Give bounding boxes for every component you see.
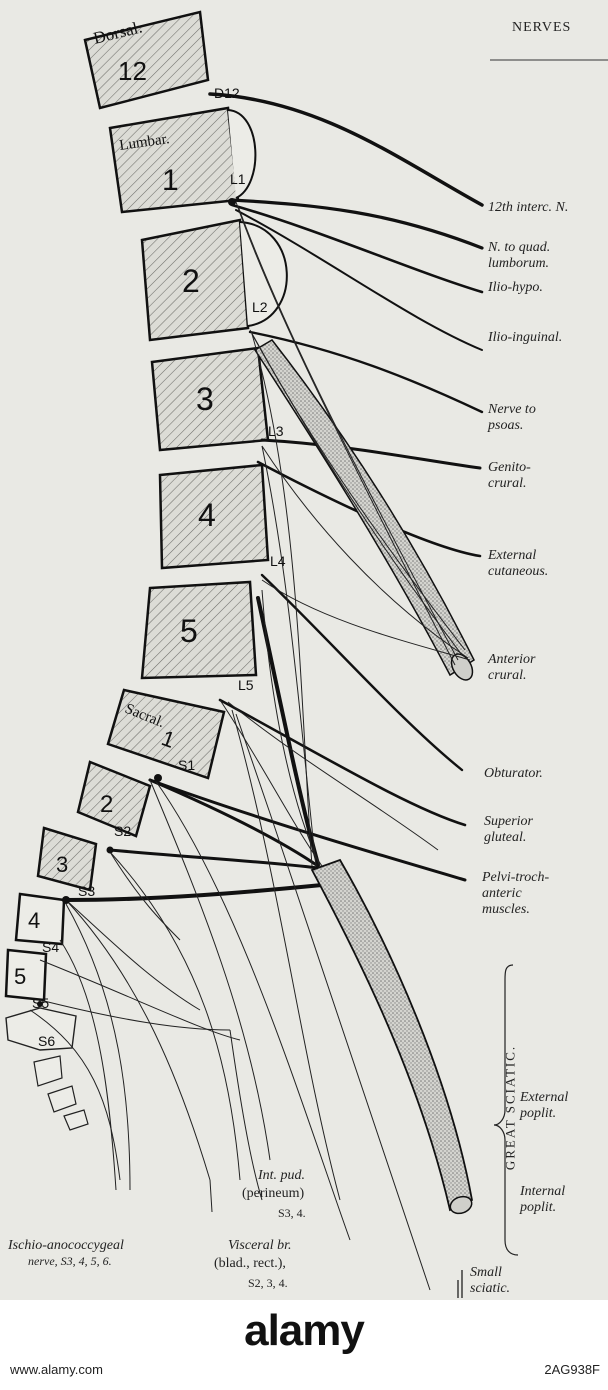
label-anterior-crural-2: crural.	[488, 668, 527, 683]
lumbar-2-number: 2	[182, 263, 200, 299]
superior-gluteal-nerve	[218, 698, 467, 827]
s3-sciatic-root	[64, 883, 324, 902]
lumbar-1-vertebra: Lumbar. 1	[108, 106, 257, 214]
lumbar-2-vertebra: 2	[140, 218, 288, 342]
label-visceral-3: S2, 3, 4.	[248, 1276, 288, 1290]
label-visceral-2: (blad., rect.),	[214, 1256, 286, 1271]
root-label-l1: L1	[230, 171, 246, 187]
label-anterior-crural-1: Anterior	[488, 652, 536, 667]
lumbar-region-label: Lumbar.	[118, 131, 170, 154]
label-int-pud-3: S3, 4.	[278, 1206, 306, 1220]
label-genito-2: crural.	[488, 476, 527, 491]
watermark-brand-logo: alamy	[244, 1306, 365, 1355]
small-sciatic-tick	[457, 1270, 463, 1298]
label-great-sciatic: GREAT SCIATIC.	[502, 1044, 518, 1171]
thin-fibers	[29, 201, 471, 1291]
label-12th-intercostal: 12th interc. N.	[488, 200, 569, 215]
label-internal-popliteal-2: poplit.	[520, 1200, 557, 1215]
sacral-vertebrae: Sacral. 1 2 3 4 5	[4, 688, 226, 1131]
obturator-nerve	[260, 573, 464, 772]
dorsal-12-number: 12	[118, 56, 147, 86]
d12-intercostal-nerve	[208, 92, 484, 207]
label-external-popliteal-1: External	[520, 1090, 569, 1105]
great-sciatic-bracket	[493, 964, 519, 1256]
root-label-s1: S1	[178, 757, 195, 773]
label-small-sciatic-1: Small	[470, 1265, 502, 1280]
label-ext-cutaneous-2: cutaneous.	[488, 564, 549, 579]
great-sciatic-trunk	[310, 858, 474, 1215]
label-genito-1: Genito-	[488, 460, 531, 475]
label-int-pud-2: (perineum)	[242, 1186, 305, 1201]
root-label-l3: L3	[268, 423, 284, 439]
label-quadratus-2: lumborum.	[488, 256, 550, 271]
label-ischio-1: Ischio-anococcygeal	[8, 1238, 124, 1253]
sacral-5-number: 5	[14, 964, 26, 989]
watermark-image-id: 2AG938F	[544, 1362, 600, 1377]
sacral-2-number: 2	[100, 791, 113, 818]
label-pelvi-troch-3: muscles.	[482, 902, 530, 917]
label-ilio-inguinal: Ilio-inguinal.	[488, 330, 563, 345]
lumbar-5-number: 5	[180, 613, 198, 649]
watermark-strip	[0, 1300, 608, 1390]
root-label-s2: S2	[114, 823, 131, 839]
label-superior-gluteal-1: Superior	[484, 814, 533, 829]
label-quadratus-1: N. to quad.	[488, 240, 551, 255]
label-ext-cutaneous-1: External	[488, 548, 537, 563]
label-external-popliteal-2: poplit.	[520, 1106, 557, 1121]
sacral-3-number: 3	[56, 852, 68, 877]
root-label-s4: S4	[42, 939, 59, 955]
root-label-l2: L2	[252, 299, 268, 315]
label-ilio-hypo: Ilio-hypo.	[488, 280, 543, 295]
root-label-s3: S3	[78, 883, 95, 899]
lumbar-3-vertebra: 3	[150, 346, 270, 452]
dorsal-12-vertebra: Dorsal. 12	[83, 10, 210, 110]
label-small-sciatic-2: sciatic.	[470, 1281, 511, 1296]
lumbar-3-number: 3	[196, 381, 214, 417]
label-internal-popliteal-1: Internal	[520, 1184, 566, 1199]
genito-crural-nerve	[260, 438, 482, 470]
root-labels: D12 L1 L2 L3 L4 L5 S1 S2 S3 S4 S5 S6	[32, 85, 286, 1049]
label-pelvi-troch-2: anteric	[482, 886, 522, 901]
thick-trunks	[64, 92, 484, 902]
s2-sciatic-root	[108, 848, 320, 870]
watermark-site: www.alamy.com	[10, 1362, 103, 1377]
psoas-nerve	[248, 330, 484, 414]
running-head: NERVES	[512, 20, 572, 35]
label-int-pud-1: Int. pud.	[258, 1168, 306, 1183]
sacral-4-number: 4	[28, 908, 40, 933]
label-obturator: Obturator.	[484, 766, 543, 781]
lumbar-5-vertebra: 5	[140, 580, 258, 680]
lumbar-4-number: 4	[198, 497, 216, 533]
ilio-hypo-nerve	[230, 203, 484, 294]
root-label-d12: D12	[214, 85, 240, 101]
s1-sciatic-root	[148, 778, 320, 868]
ilio-inguinal-nerve	[235, 209, 483, 351]
lumbar-1-number: 1	[162, 164, 179, 197]
nerve-plexus-figure: Dorsal. 12 Lumbar. 1 2 3 4 5 S	[0, 0, 608, 1300]
label-superior-gluteal-2: gluteal.	[484, 830, 527, 845]
label-psoas-2: psoas.	[488, 418, 524, 433]
quadratus-nerve	[230, 198, 484, 250]
plexus-nodes	[37, 198, 236, 1007]
label-ischio-2: nerve, S3, 4, 5, 6.	[28, 1254, 112, 1268]
label-visceral-1: Visceral br.	[228, 1238, 292, 1253]
root-label-l5: L5	[238, 677, 254, 693]
root-label-s6: S6	[38, 1033, 55, 1049]
lumbar-4-vertebra: 4	[158, 463, 270, 570]
root-label-l4: L4	[270, 553, 286, 569]
pelvi-trochanteric-nerve	[148, 778, 467, 882]
plexus-diagram: Dorsal. 12 Lumbar. 1 2 3 4 5 S	[4, 10, 608, 1298]
label-pelvi-troch-1: Pelvi-troch-	[482, 870, 550, 885]
label-psoas-1: Nerve to	[488, 402, 536, 417]
